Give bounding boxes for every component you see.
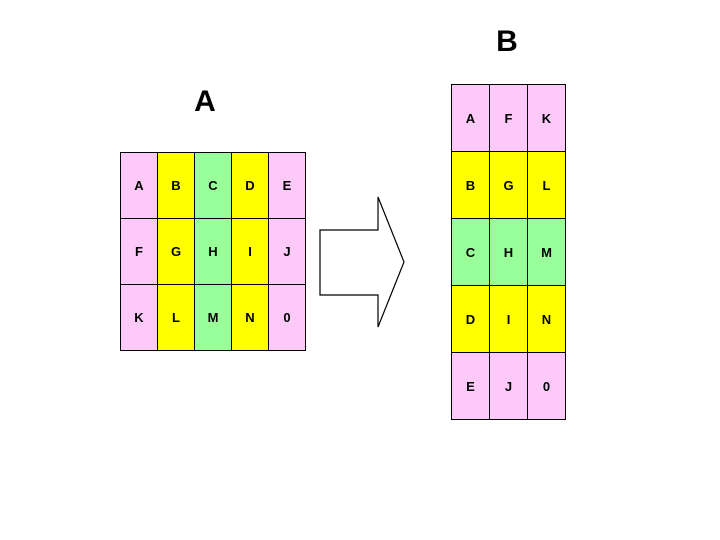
arrow-outline (319, 196, 405, 328)
left-matrix-cell: C (194, 152, 232, 219)
left-matrix-cell: M (194, 284, 232, 351)
right-matrix-cell: G (489, 151, 528, 219)
right-matrix-cell: M (527, 218, 566, 286)
left-matrix-cell: J (268, 218, 306, 285)
left-matrix-cell: N (231, 284, 269, 351)
left-matrix-cell: K (120, 284, 158, 351)
left-matrix-cell: D (231, 152, 269, 219)
left-matrix-cell: G (157, 218, 195, 285)
right-matrix-cell: A (451, 84, 490, 152)
left-matrix-cell: F (120, 218, 158, 285)
left-matrix-cell: H (194, 218, 232, 285)
left-matrix-cell: E (268, 152, 306, 219)
left-matrix-cell: B (157, 152, 195, 219)
right-matrix-cell: K (527, 84, 566, 152)
right-matrix-cell: B (451, 151, 490, 219)
right-matrix-cell: I (489, 285, 528, 353)
right-matrix-cell: 0 (527, 352, 566, 420)
right-matrix-cell: C (451, 218, 490, 286)
transform-arrow-icon (316, 193, 408, 333)
left-matrix-cell: I (231, 218, 269, 285)
left-matrix-title: A (194, 85, 216, 118)
right-matrix-cell: N (527, 285, 566, 353)
right-matrix-cell: E (451, 352, 490, 420)
right-matrix-cell: D (451, 285, 490, 353)
right-matrix-cell: J (489, 352, 528, 420)
left-matrix-cell: L (157, 284, 195, 351)
right-matrix-title: B (496, 25, 518, 58)
left-matrix-cell: A (120, 152, 158, 219)
right-matrix-cell: F (489, 84, 528, 152)
right-matrix-cell: L (527, 151, 566, 219)
left-matrix-cell: 0 (268, 284, 306, 351)
right-matrix-cell: H (489, 218, 528, 286)
